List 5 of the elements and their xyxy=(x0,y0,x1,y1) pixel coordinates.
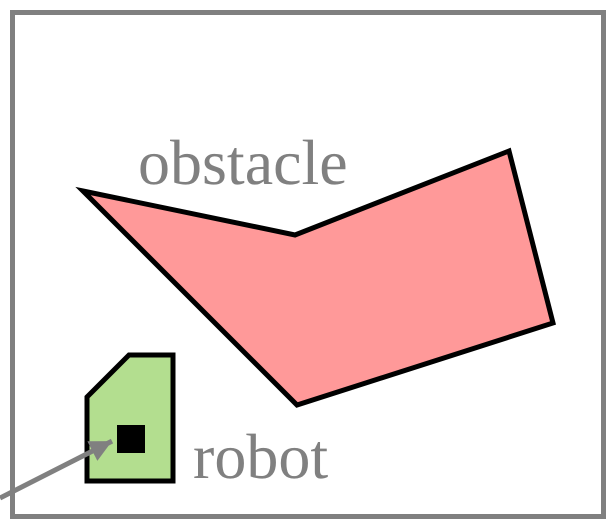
reference-point-marker xyxy=(117,425,145,453)
arrow xyxy=(0,438,114,500)
robot-label: robot xyxy=(193,425,328,489)
obstacle-label: obstacle xyxy=(138,131,348,195)
workspace-boundary xyxy=(10,10,606,519)
